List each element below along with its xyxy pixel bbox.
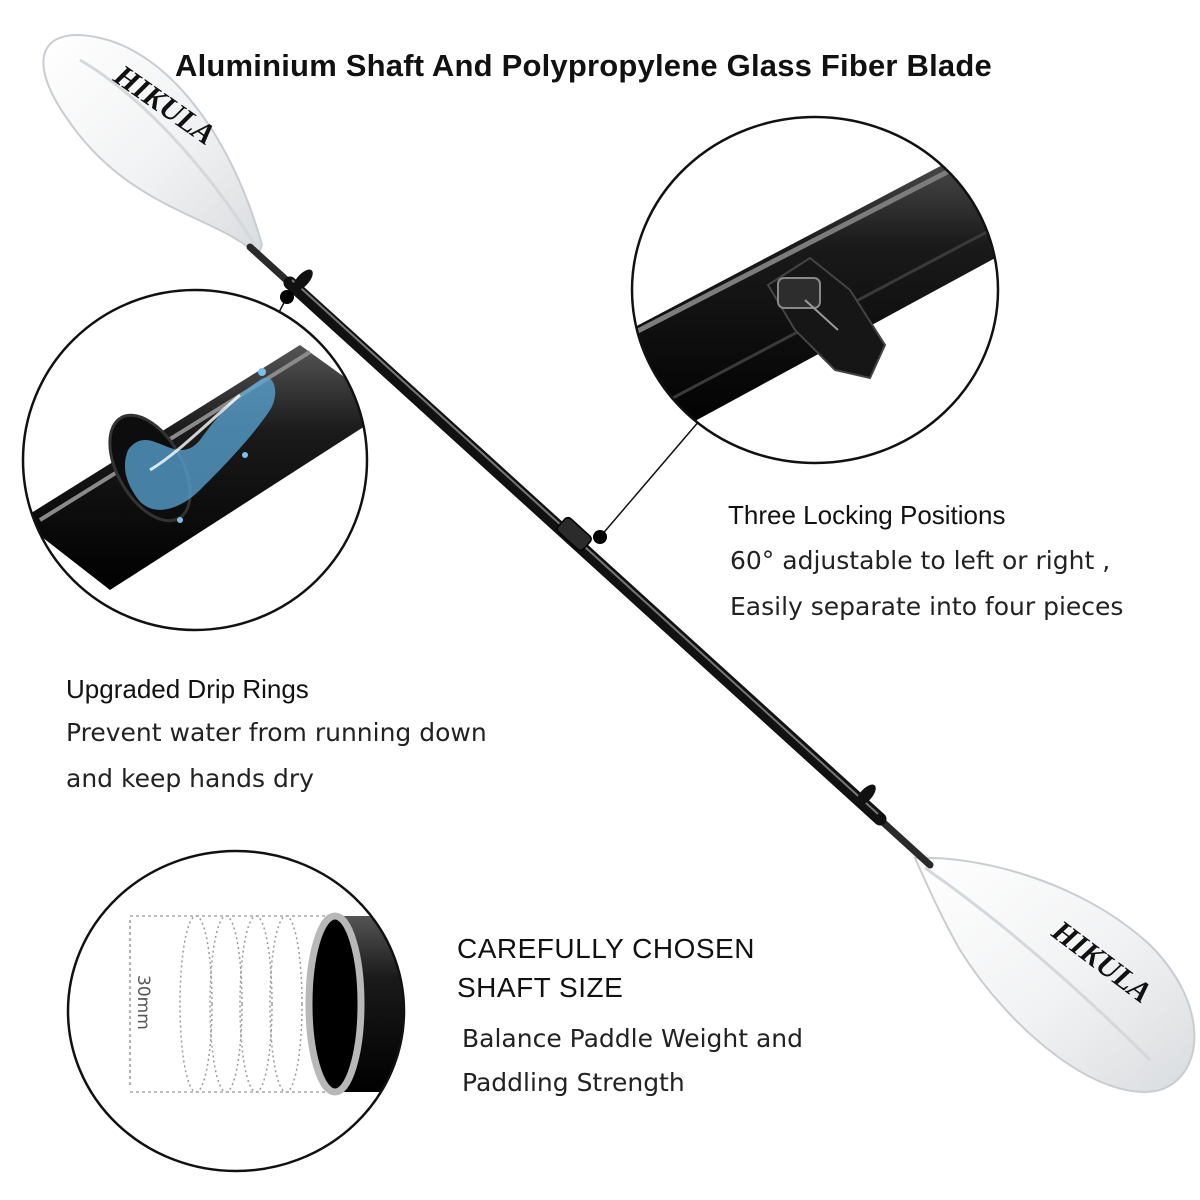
locking-heading: Three Locking Positions: [728, 500, 1006, 530]
drip-description-line-2: and keep hands dry: [66, 764, 314, 793]
shaft-description-line-2: Paddling Strength: [462, 1068, 685, 1097]
diameter-label: 30mm: [133, 975, 153, 1030]
shaft-heading-line-1: CAREFULLY CHOSEN: [457, 933, 755, 964]
drip-ring-detail: [21, 288, 369, 632]
drip-ring-top: [293, 269, 313, 291]
shaft-size-detail: 30mm: [66, 849, 406, 1173]
lock-callout-dot: [593, 530, 607, 544]
shaft-heading-line-2: SHAFT SIZE: [457, 972, 624, 1003]
drip-description-line-1: Prevent water from running down: [66, 718, 487, 747]
locking-description-line-1: 60° adjustable to left or right ,: [730, 546, 1111, 575]
drip-callout-dot: [280, 290, 294, 304]
water-splash: [124, 377, 276, 510]
drip-ring-bottom: [856, 784, 876, 806]
drip-heading: Upgraded Drip Rings: [66, 674, 309, 704]
locking-description-line-2: Easily separate into four pieces: [730, 592, 1124, 621]
lock-callout-line: [599, 419, 701, 538]
locking-detail: [630, 115, 1000, 465]
paddle-shaft: [246, 243, 934, 869]
locking-joint: [556, 516, 592, 552]
shaft-description-line-1: Balance Paddle Weight and: [462, 1024, 804, 1053]
bottom-blade: HIKULA: [913, 856, 1196, 1093]
page-title: Aluminium Shaft And Polypropylene Glass …: [175, 48, 992, 83]
